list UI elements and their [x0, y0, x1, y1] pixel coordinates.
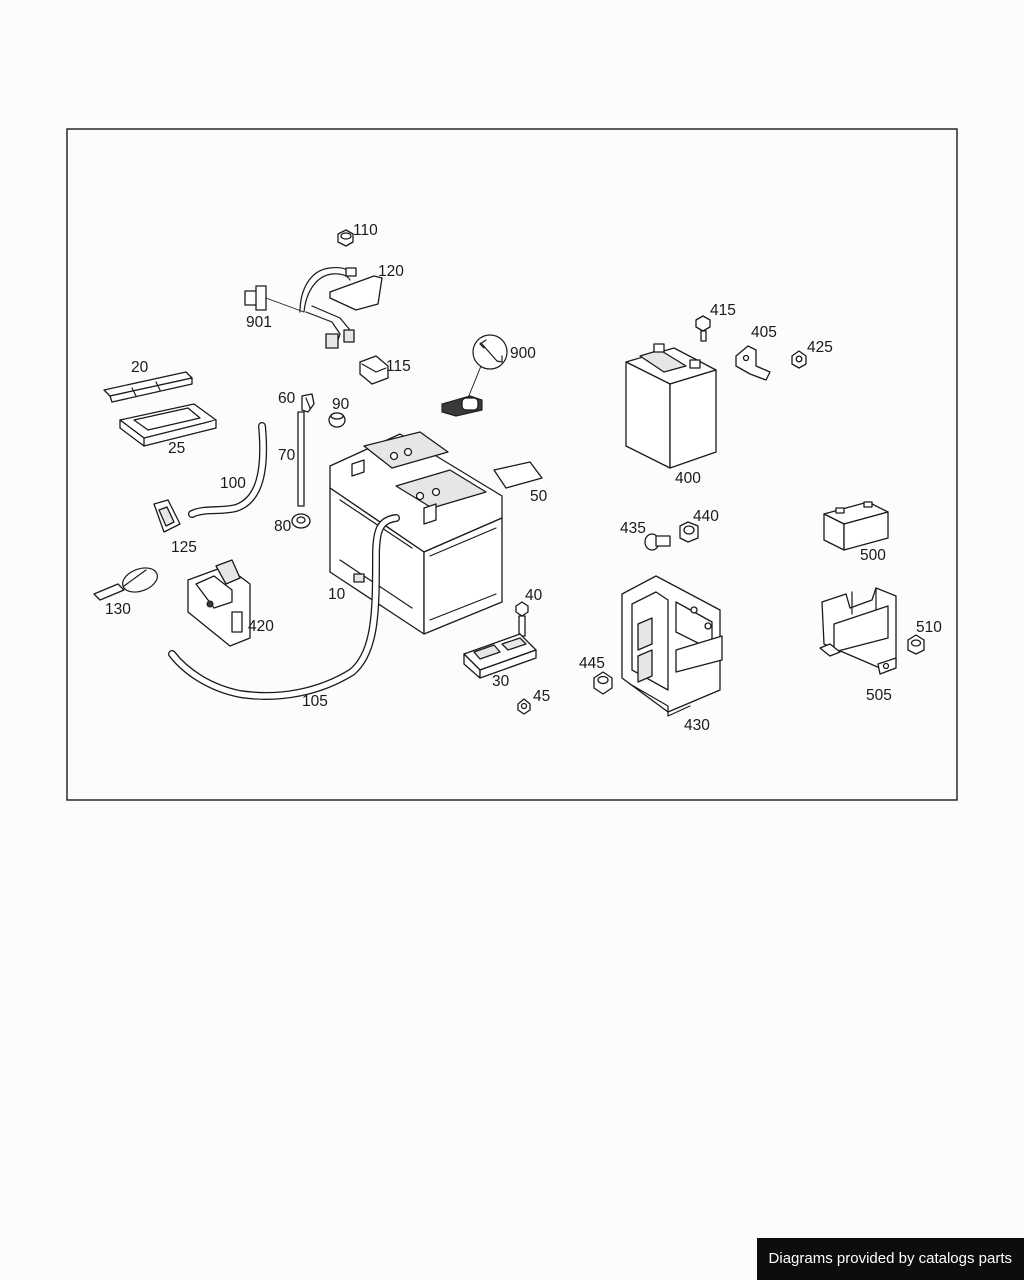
wrench-icon — [479, 339, 503, 363]
part-901-connector[interactable] — [244, 285, 305, 313]
part-30-hold-down-bracket[interactable] — [463, 633, 537, 679]
callout-60: 60 — [278, 390, 296, 407]
callout-10: 10 — [328, 586, 346, 603]
part-20-cover-strip[interactable] — [103, 371, 193, 403]
part-25-holder-tray[interactable] — [119, 403, 217, 447]
part-70-vent-tube[interactable] — [297, 411, 305, 507]
callout-505: 505 — [866, 687, 892, 704]
part-125-seal[interactable] — [153, 499, 181, 533]
part-60-elbow-fitting[interactable] — [301, 393, 315, 413]
callout-425: 425 — [807, 339, 833, 356]
callout-70: 70 — [278, 447, 296, 464]
callout-435: 435 — [620, 520, 646, 537]
callout-110: 110 — [353, 222, 378, 239]
connector-plug-icon — [244, 285, 267, 311]
callout-80: 80 — [274, 518, 292, 535]
callout-405: 405 — [751, 324, 777, 341]
callout-45: 45 — [533, 688, 550, 705]
callout-50: 50 — [530, 488, 548, 505]
part-105-drain-hose[interactable] — [168, 514, 400, 700]
footer-credit-badge: Diagrams provided by catalogs parts — [756, 1238, 1024, 1280]
callout-430: 430 — [684, 717, 710, 734]
part-440-nut[interactable] — [679, 521, 699, 543]
part-110-nut[interactable] — [337, 229, 354, 247]
callout-400: 400 — [675, 470, 701, 487]
part-130-cable-tie[interactable] — [93, 564, 161, 601]
part-90-plug[interactable] — [328, 412, 346, 428]
part-415-bolt[interactable] — [695, 315, 711, 342]
callout-440: 440 — [693, 508, 719, 525]
callout-125: 125 — [171, 539, 197, 556]
part-80-grommet[interactable] — [291, 513, 311, 529]
part-900-sensor[interactable] — [441, 334, 508, 417]
callout-445: 445 — [579, 655, 605, 672]
callout-90: 90 — [332, 396, 350, 413]
part-425-nut[interactable] — [791, 350, 807, 369]
callout-25: 25 — [168, 440, 185, 457]
part-420-terminal-housing[interactable] — [187, 559, 251, 647]
part-405-bracket[interactable] — [735, 345, 771, 381]
part-10-battery[interactable] — [329, 431, 503, 635]
part-45-nut[interactable] — [517, 698, 531, 715]
callout-115: 115 — [386, 358, 411, 375]
callout-30: 30 — [492, 673, 510, 690]
callout-901: 901 — [246, 314, 272, 331]
callout-120: 120 — [378, 263, 404, 280]
part-445-nut[interactable] — [593, 671, 613, 695]
part-500-backup-battery[interactable] — [823, 501, 889, 551]
callout-500: 500 — [860, 547, 886, 564]
part-430-battery-tray[interactable] — [621, 575, 723, 717]
callout-420: 420 — [248, 618, 274, 635]
callout-900: 900 — [510, 345, 536, 362]
part-40-screw[interactable] — [515, 601, 529, 637]
callout-130: 130 — [105, 601, 131, 618]
callout-40: 40 — [525, 587, 543, 604]
part-115-clip[interactable] — [359, 355, 389, 385]
part-505-support-bracket[interactable] — [819, 587, 897, 675]
part-435-bolt[interactable] — [644, 533, 671, 551]
part-100-hose[interactable] — [188, 422, 268, 518]
part-120-cable-harness[interactable] — [299, 267, 383, 349]
callout-510: 510 — [916, 619, 942, 636]
callout-415: 415 — [710, 302, 736, 319]
callout-105: 105 — [302, 693, 328, 710]
callout-100: 100 — [220, 475, 246, 492]
diagram-frame — [66, 128, 958, 801]
part-50-cover[interactable] — [493, 461, 543, 489]
part-400-auxiliary-battery[interactable] — [625, 343, 717, 469]
callout-20: 20 — [131, 359, 149, 376]
part-510-nut[interactable] — [907, 634, 925, 655]
